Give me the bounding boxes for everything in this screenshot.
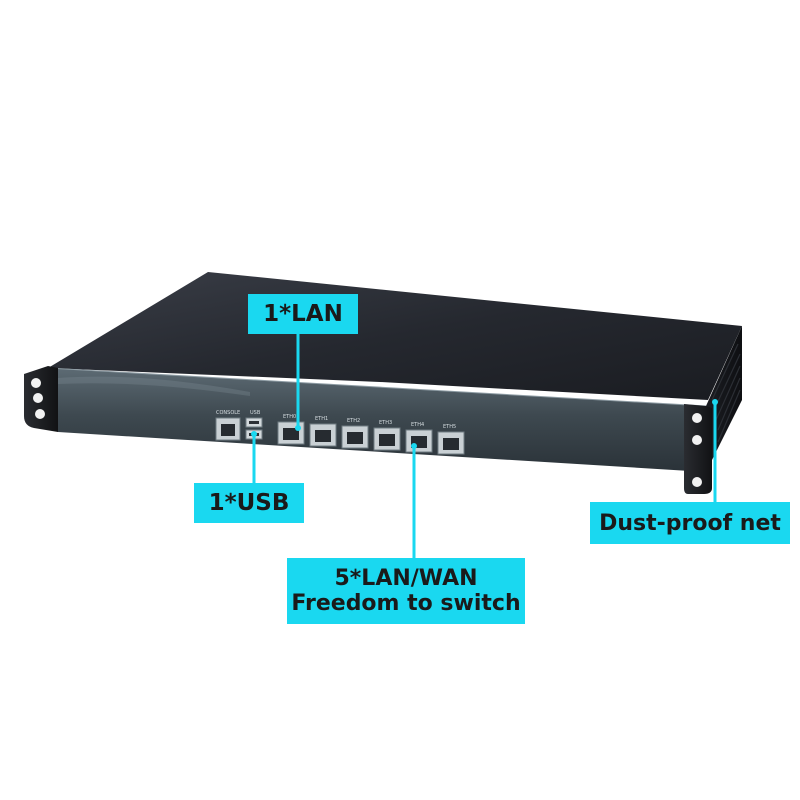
- callout-lan-text: 1*LAN: [263, 301, 343, 327]
- eth2-label: ETH2: [347, 418, 360, 424]
- usb-port-label: USB: [250, 410, 261, 416]
- callout-lan-wan: 5*LAN/WAN Freedom to switch: [287, 558, 525, 624]
- front-panel: [47, 367, 707, 472]
- console-port-label: CONSOLE: [216, 410, 240, 416]
- eth5-label: ETH5: [443, 424, 456, 430]
- callout-wan-line1: 5*LAN/WAN: [334, 566, 478, 591]
- eth4-label: ETH4: [411, 422, 424, 428]
- eth-port-2: ETH2: [341, 418, 369, 449]
- right-rack-ear: [684, 404, 712, 494]
- eth-port-3: ETH3: [373, 420, 401, 451]
- eth-port-1: ETH1: [309, 416, 337, 447]
- eth3-label: ETH3: [379, 420, 392, 426]
- callout-dust-text: Dust-proof net: [599, 510, 781, 536]
- left-rack-ear: [24, 366, 58, 432]
- callout-leader-lines: [251, 334, 718, 558]
- console-port: CONSOLE: [215, 410, 241, 441]
- eth-port-5: ETH5: [437, 424, 465, 455]
- eth1-label: ETH1: [315, 416, 328, 422]
- callout-wan-line2: Freedom to switch: [291, 591, 521, 616]
- ethernet-ports: ETH0 ETH1 ETH2 ETH3 ETH4 ETH5: [277, 414, 465, 455]
- callout-lan: 1*LAN: [248, 294, 358, 334]
- callout-dust-proof-net: Dust-proof net: [590, 502, 790, 544]
- callout-usb: 1*USB: [194, 483, 304, 523]
- chassis-top: [48, 272, 742, 400]
- callout-usb-text: 1*USB: [208, 490, 290, 516]
- eth0-label: ETH0: [283, 414, 296, 420]
